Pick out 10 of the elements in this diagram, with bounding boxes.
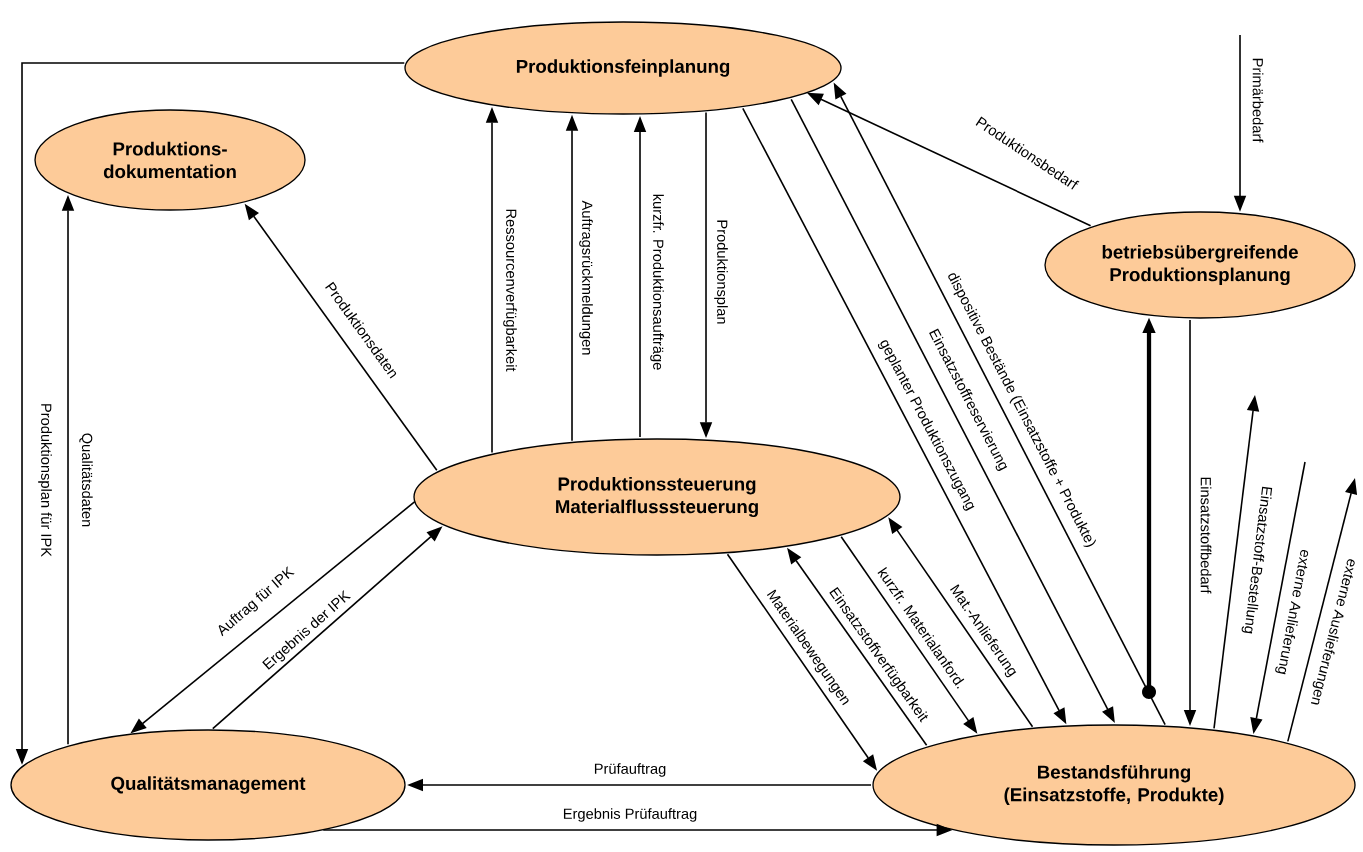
edge-label: Ressourcenverfügbarkeit — [503, 209, 517, 372]
edge-label: Einsatzstoffbedarf — [1200, 477, 1212, 594]
edge-label: Ergebnis Prüfauftrag — [563, 808, 697, 822]
edge-label: Qualitätsdaten — [79, 433, 93, 527]
edge-label: kurzfr. Produktionsaufträge — [650, 194, 664, 370]
edge-label: Auftragsrückmeldungen — [579, 200, 593, 355]
edge-label: Primärbedarf — [1252, 58, 1264, 143]
edge-label: Produktionsplan für IPK — [38, 404, 52, 557]
edge-label: Produktionsplan — [714, 220, 728, 324]
edge-label: Prüfauftrag — [594, 763, 666, 777]
